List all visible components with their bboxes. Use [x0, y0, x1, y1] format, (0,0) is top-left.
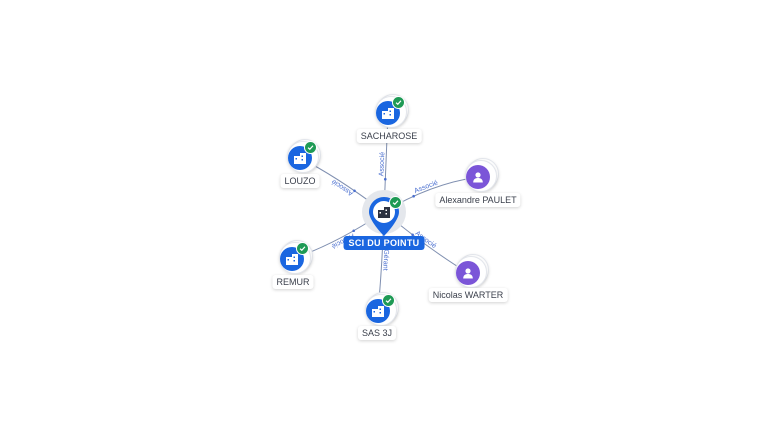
verified-check-icon [389, 196, 402, 209]
node-nicolas[interactable] [455, 254, 489, 288]
building-icon [378, 207, 390, 218]
edge-arrow-nicolas [411, 233, 414, 237]
edge-arrow-sacharose [383, 177, 387, 181]
company-avatar [366, 299, 390, 323]
edge-label-louzo: Associé [331, 178, 355, 197]
node-louzo[interactable] [287, 139, 321, 173]
person-icon [473, 172, 483, 183]
edge-label-sas3j: Gérant [381, 249, 389, 271]
node-sacharose[interactable] [375, 94, 409, 128]
node-label-sacharose[interactable]: SACHAROSE [356, 129, 422, 143]
verified-check-icon [382, 294, 395, 307]
edge-arrow-alexandre [412, 194, 415, 198]
node-label-nicolas[interactable]: Nicolas WARTER [428, 288, 508, 302]
node-label-alexandre[interactable]: Alexandre PAULET [435, 193, 521, 207]
edge-label-sacharose: Associé [378, 152, 386, 177]
node-label-remur[interactable]: REMUR [272, 275, 314, 289]
node-label-louzo[interactable]: LOUZO [280, 174, 320, 188]
person-avatar [466, 165, 490, 189]
person-icon [463, 268, 473, 279]
building-icon [372, 306, 384, 317]
edge-arrow-louzo [353, 189, 356, 193]
edge-arrow-remur [352, 229, 355, 233]
person-avatar [456, 261, 480, 285]
center-node-label: SCI DU POINTU [343, 236, 425, 250]
verified-check-icon [304, 141, 317, 154]
building-icon [286, 254, 298, 265]
node-sas3j[interactable] [365, 292, 399, 326]
company-avatar [376, 101, 400, 125]
node-alexandre[interactable] [465, 158, 499, 192]
building-icon [382, 108, 394, 119]
node-remur[interactable] [279, 240, 313, 274]
verified-check-icon [392, 96, 405, 109]
node-label-sas3j[interactable]: SAS 3J [357, 326, 397, 340]
verified-check-icon [296, 242, 309, 255]
building-icon [294, 153, 306, 164]
